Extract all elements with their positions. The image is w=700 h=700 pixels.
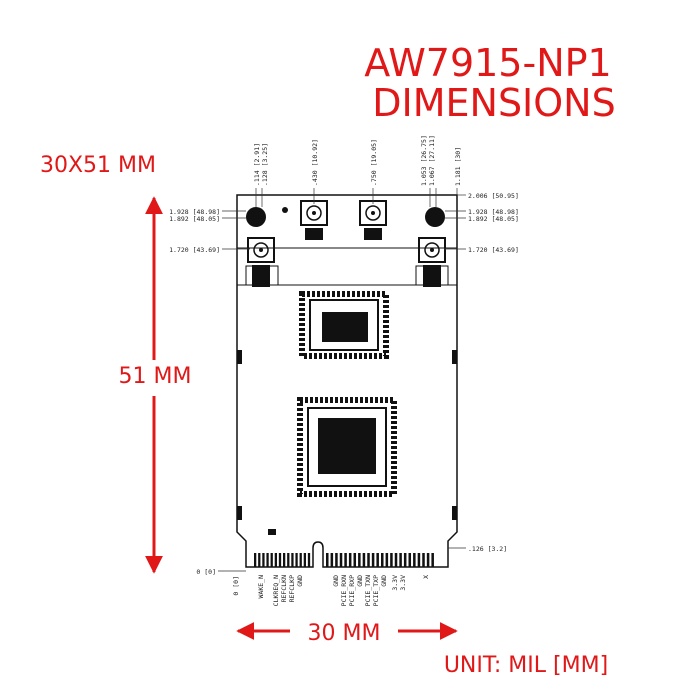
antenna-connector-3 — [247, 237, 275, 287]
edge-pin — [295, 553, 298, 567]
edge-pin — [362, 553, 366, 567]
dim-top-d: .750 [19.05] — [370, 139, 378, 186]
edge-pin — [367, 553, 370, 567]
edge-pin — [422, 553, 425, 567]
pin-label: 3.3V — [391, 575, 399, 591]
antenna-connector-1 — [300, 200, 328, 240]
edge-pin — [335, 553, 338, 567]
edge-pin — [326, 553, 329, 567]
top-dimension-leaders — [218, 188, 466, 572]
edge-tab-left-2 — [237, 506, 242, 520]
pin-label: CLKREQ_N — [272, 575, 280, 606]
pin-label: GND — [296, 575, 304, 587]
dim-top-f: 1.067 [27.11] — [428, 135, 436, 186]
dim-bottom-126: .126 [3.2] — [468, 545, 507, 553]
edge-tab-left-1 — [237, 350, 242, 364]
height-label: 51 MM — [119, 364, 192, 389]
unit-label: UNIT: MIL [MM] — [444, 653, 608, 678]
width-label: 30 MM — [308, 621, 381, 646]
edge-pin — [394, 553, 398, 567]
pin-label: PCIE_RXN — [340, 575, 348, 606]
dim-zero-v: 0 [0] — [232, 576, 240, 596]
edge-pin — [390, 553, 393, 567]
small-component — [268, 529, 276, 535]
dim-top-a: .114 [2.91] — [253, 143, 261, 186]
edge-pin — [353, 553, 357, 567]
dim-top-b: .128 [3.25] — [261, 143, 269, 186]
edge-pin — [299, 553, 302, 567]
edge-pin — [358, 553, 361, 567]
pin-label: PCIE_RXP — [348, 575, 356, 606]
edge-pin — [385, 553, 389, 567]
mounting-hole-right — [425, 207, 445, 227]
pin-label: 3.3V — [399, 575, 407, 591]
fiducial-dot — [282, 207, 288, 213]
overall-size-label: 30X51 MM — [40, 153, 156, 178]
board-outline — [236, 194, 458, 568]
edge-pin — [303, 553, 306, 567]
edge-pin — [431, 553, 434, 567]
dim-right-1720: 1.720 [43.69] — [468, 246, 519, 254]
pin-label: GND — [332, 575, 340, 587]
pin-label: GND — [380, 575, 388, 587]
edge-pins-left — [254, 553, 311, 567]
edge-pin — [381, 553, 384, 567]
dim-top-e: 1.053 [26.75] — [420, 135, 428, 186]
edge-pin — [339, 553, 343, 567]
chip-small — [299, 291, 389, 359]
dim-left-1892: 1.892 [48.05] — [169, 215, 220, 223]
chip-large — [297, 397, 397, 497]
pin-label: REFCLKN — [280, 575, 288, 602]
antenna-connector-4 — [418, 237, 446, 287]
dim-right-1892: 1.892 [48.05] — [468, 215, 519, 223]
edge-pin — [266, 553, 269, 567]
edge-pin — [307, 553, 311, 567]
edge-pin — [399, 553, 402, 567]
edge-pin — [291, 553, 294, 567]
edge-pins-right — [326, 553, 434, 567]
dim-left-1720: 1.720 [43.69] — [169, 246, 220, 254]
edge-pin — [344, 553, 347, 567]
edge-pin — [330, 553, 334, 567]
edge-pin — [283, 553, 286, 567]
pin-label: GND — [356, 575, 364, 587]
mounting-hole-left — [246, 207, 266, 227]
dim-top-g: 1.181 [30] — [454, 147, 462, 186]
title-line2: DIMENSIONS — [372, 81, 615, 125]
dim-left-1928: 1.928 [48.98] — [169, 208, 220, 216]
edge-pin — [348, 553, 352, 567]
title-line1: AW7915-NP1 — [364, 41, 611, 85]
edge-pin — [371, 553, 375, 567]
edge-tab-right-2 — [452, 506, 457, 520]
pin-label: PCIE_TXN — [364, 575, 372, 606]
edge-pin — [254, 553, 257, 567]
edge-pin — [274, 553, 277, 567]
pin-label: PCIE_TXP — [372, 575, 380, 606]
edge-tab-right-1 — [452, 350, 457, 364]
edge-pin — [278, 553, 282, 567]
edge-pin — [413, 553, 416, 567]
pin-label: WAKE_N — [257, 575, 265, 599]
edge-pin — [262, 553, 265, 567]
edge-pin — [258, 553, 261, 567]
pin-label: X — [422, 575, 430, 579]
edge-pin — [376, 553, 379, 567]
dim-right-2006: 2.006 [50.95] — [468, 192, 519, 200]
edge-pin — [426, 553, 430, 567]
edge-pin — [403, 553, 407, 567]
dim-top-c: .430 [10.92] — [311, 139, 319, 186]
pin-label: REFCLKP — [288, 575, 296, 602]
edge-pin — [417, 553, 421, 567]
edge-pin — [270, 553, 273, 567]
edge-pin — [408, 553, 412, 567]
dim-zero-h: 0 [0] — [196, 568, 216, 576]
edge-pin — [287, 553, 290, 567]
dim-right-1928: 1.928 [48.98] — [468, 208, 519, 216]
